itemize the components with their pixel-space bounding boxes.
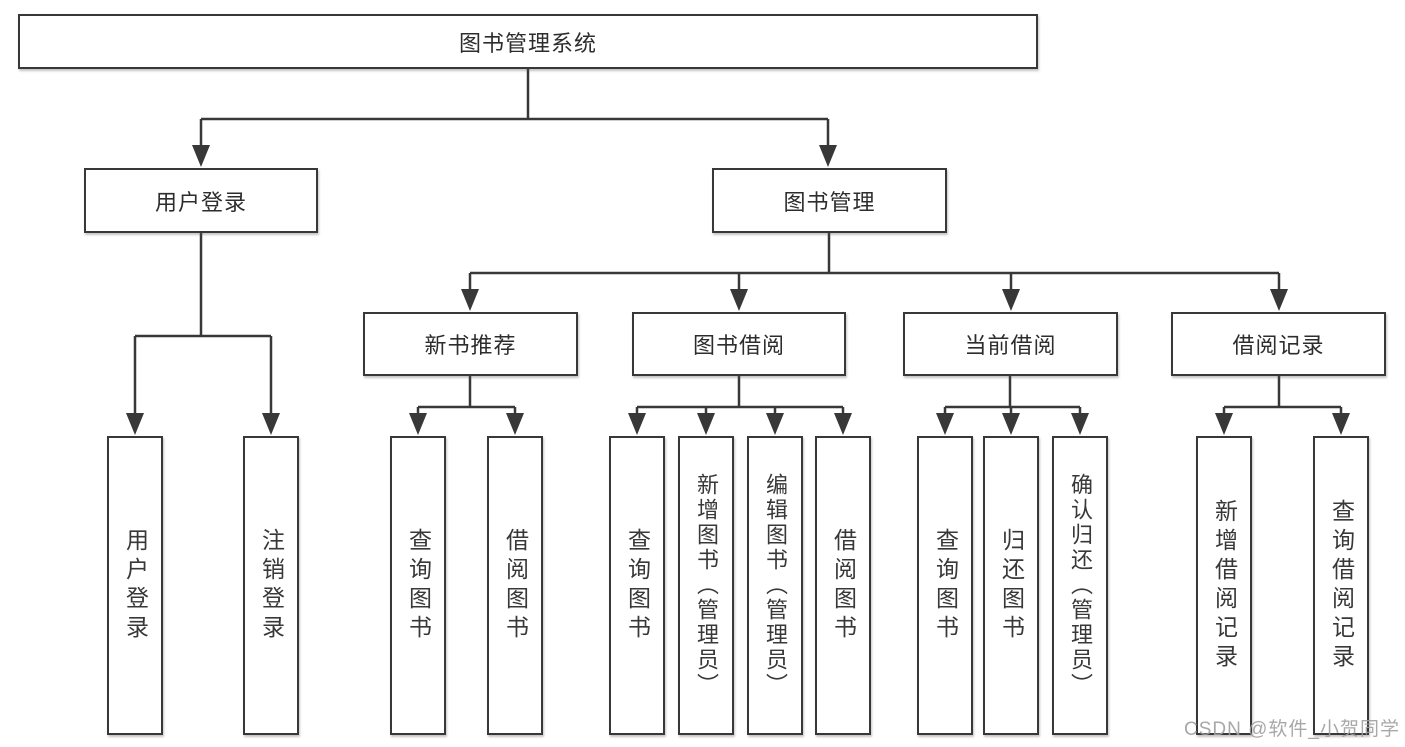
node-new-book-recommendation: 新书推荐 [363, 312, 578, 376]
node-book-borrowing-label: 图书借阅 [692, 333, 785, 358]
leaf-return-books: 归还图书 [983, 436, 1039, 735]
node-user-login-label: 用户登录 [154, 189, 247, 215]
leaf-query-books-borrowing: 查询图书 [609, 436, 665, 735]
leaf-logout-login: 注销登录 [243, 436, 299, 735]
leaf-query-books-recommend-label: 查询图书 [405, 527, 432, 644]
node-book-management: 图书管理 [712, 168, 947, 233]
node-current-borrowing: 当前借阅 [903, 312, 1118, 376]
node-book-management-label: 图书管理 [783, 189, 876, 215]
node-user-login: 用户登录 [84, 168, 318, 233]
leaf-borrow-books-recommend: 借阅图书 [487, 436, 543, 735]
leaf-add-books-admin-label: 新增图书（管理员） [694, 473, 719, 698]
leaf-query-books-current-label: 查询图书 [932, 527, 959, 644]
leaf-edit-books-admin-label: 编辑图书（管理员） [763, 473, 788, 698]
tree-edges [133, 69, 1343, 414]
leaf-edit-books-admin: 编辑图书（管理员） [747, 436, 803, 735]
leaf-query-books-current: 查询图书 [917, 436, 973, 735]
leaf-return-books-label: 归还图书 [998, 527, 1025, 644]
node-borrowing-records-label: 借阅记录 [1232, 333, 1325, 358]
leaf-user-login: 用户登录 [107, 436, 163, 735]
leaf-user-login-label: 用户登录 [122, 527, 149, 644]
leaf-logout-login-label: 注销登录 [258, 527, 285, 644]
leaf-confirm-return-admin: 确认归还（管理员） [1052, 436, 1108, 735]
leaf-add-books-admin: 新增图书（管理员） [678, 436, 734, 735]
node-book-borrowing: 图书借阅 [632, 312, 846, 376]
watermark: CSDN @软件_小贺同学 [1184, 719, 1400, 740]
leaf-query-books-borrowing-label: 查询图书 [624, 527, 651, 644]
leaf-borrow-books-recommend-label: 借阅图书 [502, 527, 529, 644]
node-new-book-recommendation-label: 新书推荐 [424, 333, 517, 358]
leaf-borrow-books-borrowing-label: 借阅图书 [830, 527, 857, 644]
node-library-system: 图书管理系统 [18, 14, 1038, 69]
node-library-system-label: 图书管理系统 [458, 30, 597, 56]
leaf-query-borrow-record: 查询借阅记录 [1313, 436, 1369, 735]
leaf-query-borrow-record-label: 查询借阅记录 [1328, 498, 1355, 673]
leaf-borrow-books-borrowing: 借阅图书 [815, 436, 871, 735]
leaf-add-borrow-record-label: 新增借阅记录 [1211, 498, 1238, 673]
leaf-add-borrow-record: 新增借阅记录 [1196, 436, 1252, 735]
arrowhead-icons [126, 145, 1350, 435]
node-borrowing-records: 借阅记录 [1171, 312, 1386, 376]
leaf-confirm-return-admin-label: 确认归还（管理员） [1068, 473, 1093, 698]
node-current-borrowing-label: 当前借阅 [964, 333, 1057, 358]
leaf-query-books-recommend: 查询图书 [390, 436, 446, 735]
